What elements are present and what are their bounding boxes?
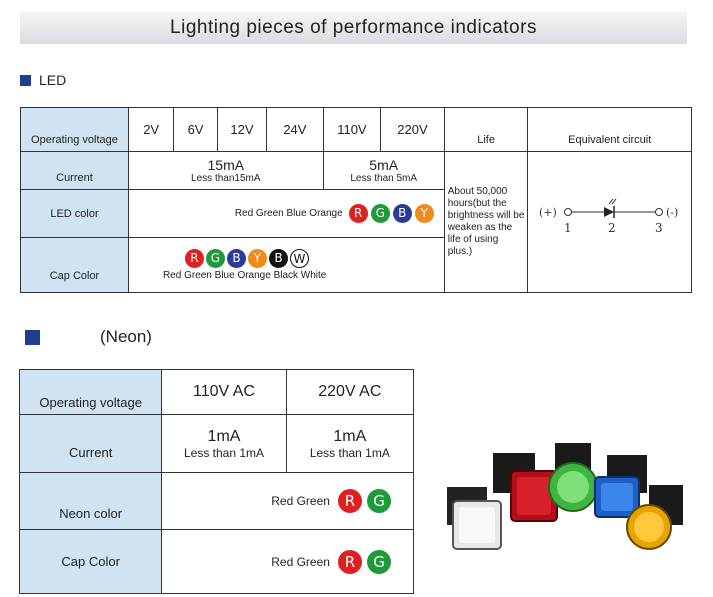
voltage-cell: 110V <box>322 107 382 152</box>
voltage-cell: 2V <box>127 107 175 152</box>
led-section-heading: LED <box>20 72 66 88</box>
led-heading-text: LED <box>39 72 67 88</box>
blue-dot-icon: B <box>226 249 246 268</box>
voltage-cell: 110V AC <box>161 369 287 415</box>
blue-indicator-icon <box>594 455 647 518</box>
neon-heading-text: (Neon) <box>100 327 152 346</box>
current-value: 5mA <box>369 157 399 173</box>
terminal-3-icon <box>654 207 663 216</box>
green-indicator-icon <box>548 443 598 512</box>
current-note: Less than 5mA <box>350 173 418 184</box>
pin-label: 1 <box>564 221 572 235</box>
red-indicator-icon <box>493 453 558 522</box>
circuit-header: Equivalent circuit <box>527 107 692 152</box>
current-cell: 1mA Less than 1mA <box>161 414 287 473</box>
title-banner: Lighting pieces of performance indicator… <box>20 12 687 44</box>
voltage-cell: 24V <box>266 107 324 152</box>
row-label-current: Current <box>20 151 129 190</box>
green-dot-icon: G <box>367 489 391 513</box>
light-ray-icon <box>608 198 614 204</box>
life-cell: About 50,000 hours(but the brightness wi… <box>443 151 529 293</box>
neon-color-text: Red Green <box>271 494 330 508</box>
life-header: Life <box>443 107 529 152</box>
orange-dot-icon: Y <box>247 249 267 268</box>
current-cell: 1mA Less than 1mA <box>285 414 415 473</box>
green-dot-icon: G <box>370 204 390 223</box>
white-dot-icon: W <box>289 249 309 268</box>
indicator-lights-photo <box>447 443 683 550</box>
red-dot-icon: R <box>338 489 362 513</box>
current-note: Less than15mA <box>191 173 261 184</box>
green-dot-icon: G <box>205 249 225 268</box>
pin-label: 2 <box>608 221 616 235</box>
circuit-plus: (+) <box>539 206 557 219</box>
bullet-square-icon <box>20 74 31 86</box>
white-indicator-icon <box>447 487 502 550</box>
light-ray-icon <box>611 198 617 204</box>
current-low-cell: 15mA Less than15mA <box>127 151 324 190</box>
orange-indicator-icon <box>626 485 683 550</box>
cap-color-text: Red Green <box>271 554 330 569</box>
neon-spec-table: Operating voltage 110V AC 220V AC Curren… <box>18 369 415 594</box>
orange-dot-icon: Y <box>414 204 434 223</box>
circuit-cell: (+) (-) 1 2 3 <box>527 151 692 293</box>
page-title: Lighting pieces of performance indicator… <box>170 17 537 38</box>
current-high-cell: 5mA Less than 5mA <box>322 151 445 190</box>
voltage-cell: 220V <box>380 107 445 152</box>
neon-section-heading: (Neon) <box>25 327 152 347</box>
row-label-cap-color: Cap Color <box>18 529 163 594</box>
current-value: 1mA <box>207 427 241 445</box>
red-dot-icon: R <box>348 204 368 223</box>
black-dot-icon: B <box>268 249 288 268</box>
current-value: 1mA <box>333 427 367 445</box>
row-label-led-color: LED color <box>20 189 129 238</box>
current-value: 15mA <box>207 157 245 173</box>
voltage-cell: 12V <box>216 107 268 152</box>
voltage-cell: 220V AC <box>285 369 415 415</box>
red-dot-icon: R <box>338 549 362 574</box>
voltage-cell: 6V <box>173 107 218 152</box>
cap-color-text: Red Green Blue Orange Black White <box>162 270 327 281</box>
terminal-1-icon <box>563 207 572 216</box>
red-dot-icon: R <box>184 249 204 268</box>
bullet-square-icon <box>25 329 40 345</box>
current-note: Less than 1mA <box>183 445 265 460</box>
circuit-minus: (-) <box>666 206 678 219</box>
led-circuit-diagram: (+) (-) 1 2 3 <box>539 198 678 235</box>
led-color-text: Red Green Blue Orange <box>234 208 343 219</box>
row-label-cap-color: Cap Color <box>20 237 129 293</box>
pin-label: 3 <box>655 221 663 235</box>
current-note: Less than 1mA <box>309 445 390 460</box>
blue-dot-icon: B <box>392 204 412 223</box>
row-label-current: Current <box>18 414 163 473</box>
row-label-voltage: Operating voltage <box>18 369 163 415</box>
row-label-voltage: Operating voltage <box>20 107 129 152</box>
row-label-neon-color: Neon color <box>18 472 163 530</box>
led-spec-table: Operating voltage 2V 6V 12V 24V 110V 220… <box>20 107 692 293</box>
diode-icon <box>603 206 614 217</box>
green-dot-icon: G <box>367 549 391 574</box>
